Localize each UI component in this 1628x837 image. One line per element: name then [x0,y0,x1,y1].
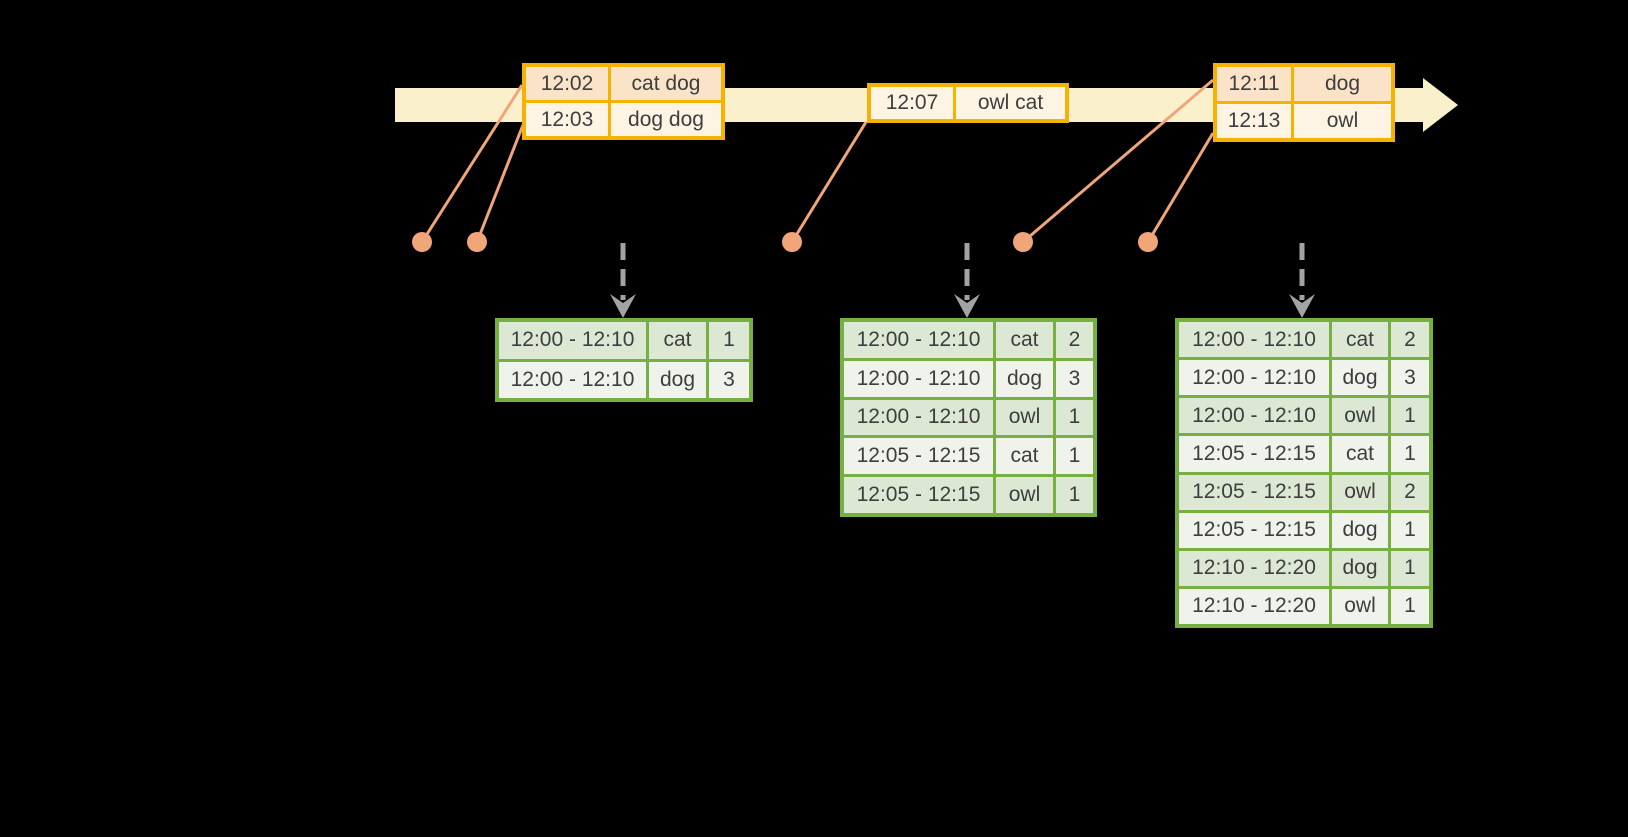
event-link-line [790,121,868,243]
event-time: 12:02 [526,67,608,100]
event-words: owl cat [956,87,1065,119]
word: owl [996,399,1053,436]
window-range: 12:00 - 12:10 [1179,322,1329,358]
word: cat [1332,322,1388,358]
event-link-line [1022,78,1214,244]
window-range: 12:00 - 12:10 [499,361,646,398]
trigger-arrowhead-icon [954,294,980,318]
word: cat [996,438,1053,475]
event-link-lines [420,78,1215,244]
count: 1 [1056,438,1093,475]
event-words: dog dog [611,103,721,136]
event-time: 12:03 [526,103,608,136]
timeline-arrowhead-icon [1423,78,1458,132]
event-time: 12:11 [1217,67,1291,101]
event-time: 12:07 [871,87,953,119]
word: dog [1332,512,1388,548]
window-range: 12:00 - 12:10 [844,399,993,436]
count: 2 [1056,322,1093,358]
event-words: cat dog [611,67,721,100]
window-range: 12:05 - 12:15 [844,477,993,513]
window-range: 12:00 - 12:10 [499,322,646,359]
trigger-arrowhead-icon [610,294,636,318]
window-range: 12:00 - 12:10 [1179,360,1329,396]
window-range: 12:10 - 12:20 [1179,550,1329,586]
count: 1 [1056,399,1093,436]
word: owl [1332,398,1388,434]
word: owl [996,477,1053,513]
count: 2 [1391,322,1429,358]
word: dog [996,360,1053,397]
window-range: 12:00 - 12:10 [844,322,993,358]
window-range: 12:05 - 12:15 [1179,436,1329,472]
window-range: 12:10 - 12:20 [1179,588,1329,624]
count: 3 [1391,360,1429,396]
event-marker-dot [467,232,487,252]
event-link-line [475,124,525,243]
count: 1 [1391,550,1429,586]
count: 1 [1391,588,1429,624]
word: dog [1332,550,1388,586]
event-marker-dots [412,232,1158,252]
count: 1 [1056,477,1093,513]
window-range: 12:05 - 12:15 [1179,474,1329,510]
event-marker-dot [782,232,802,252]
count: 2 [1391,474,1429,510]
word: dog [649,361,706,398]
trigger-arrowhead-icon [1289,294,1315,318]
window-range: 12:00 - 12:10 [1179,398,1329,434]
event-marker-dot [1138,232,1158,252]
event-words: dog [1294,67,1391,101]
event-link-line [1146,132,1215,243]
event-marker-dot [412,232,432,252]
count: 1 [1391,436,1429,472]
trigger-arrows [610,243,1315,318]
count: 3 [709,361,749,398]
count: 3 [1056,360,1093,397]
event-time: 12:13 [1217,104,1291,138]
word: dog [1332,360,1388,396]
count: 1 [1391,512,1429,548]
word: owl [1332,474,1388,510]
event-link-line [420,84,524,243]
count: 1 [1391,398,1429,434]
event-marker-dot [1013,232,1033,252]
window-range: 12:00 - 12:10 [844,360,993,397]
window-range: 12:05 - 12:15 [1179,512,1329,548]
word: cat [1332,436,1388,472]
word: cat [649,322,706,359]
word: owl [1332,588,1388,624]
window-range: 12:05 - 12:15 [844,438,993,475]
count: 1 [709,322,749,359]
word: cat [996,322,1053,358]
event-words: owl [1294,104,1391,138]
